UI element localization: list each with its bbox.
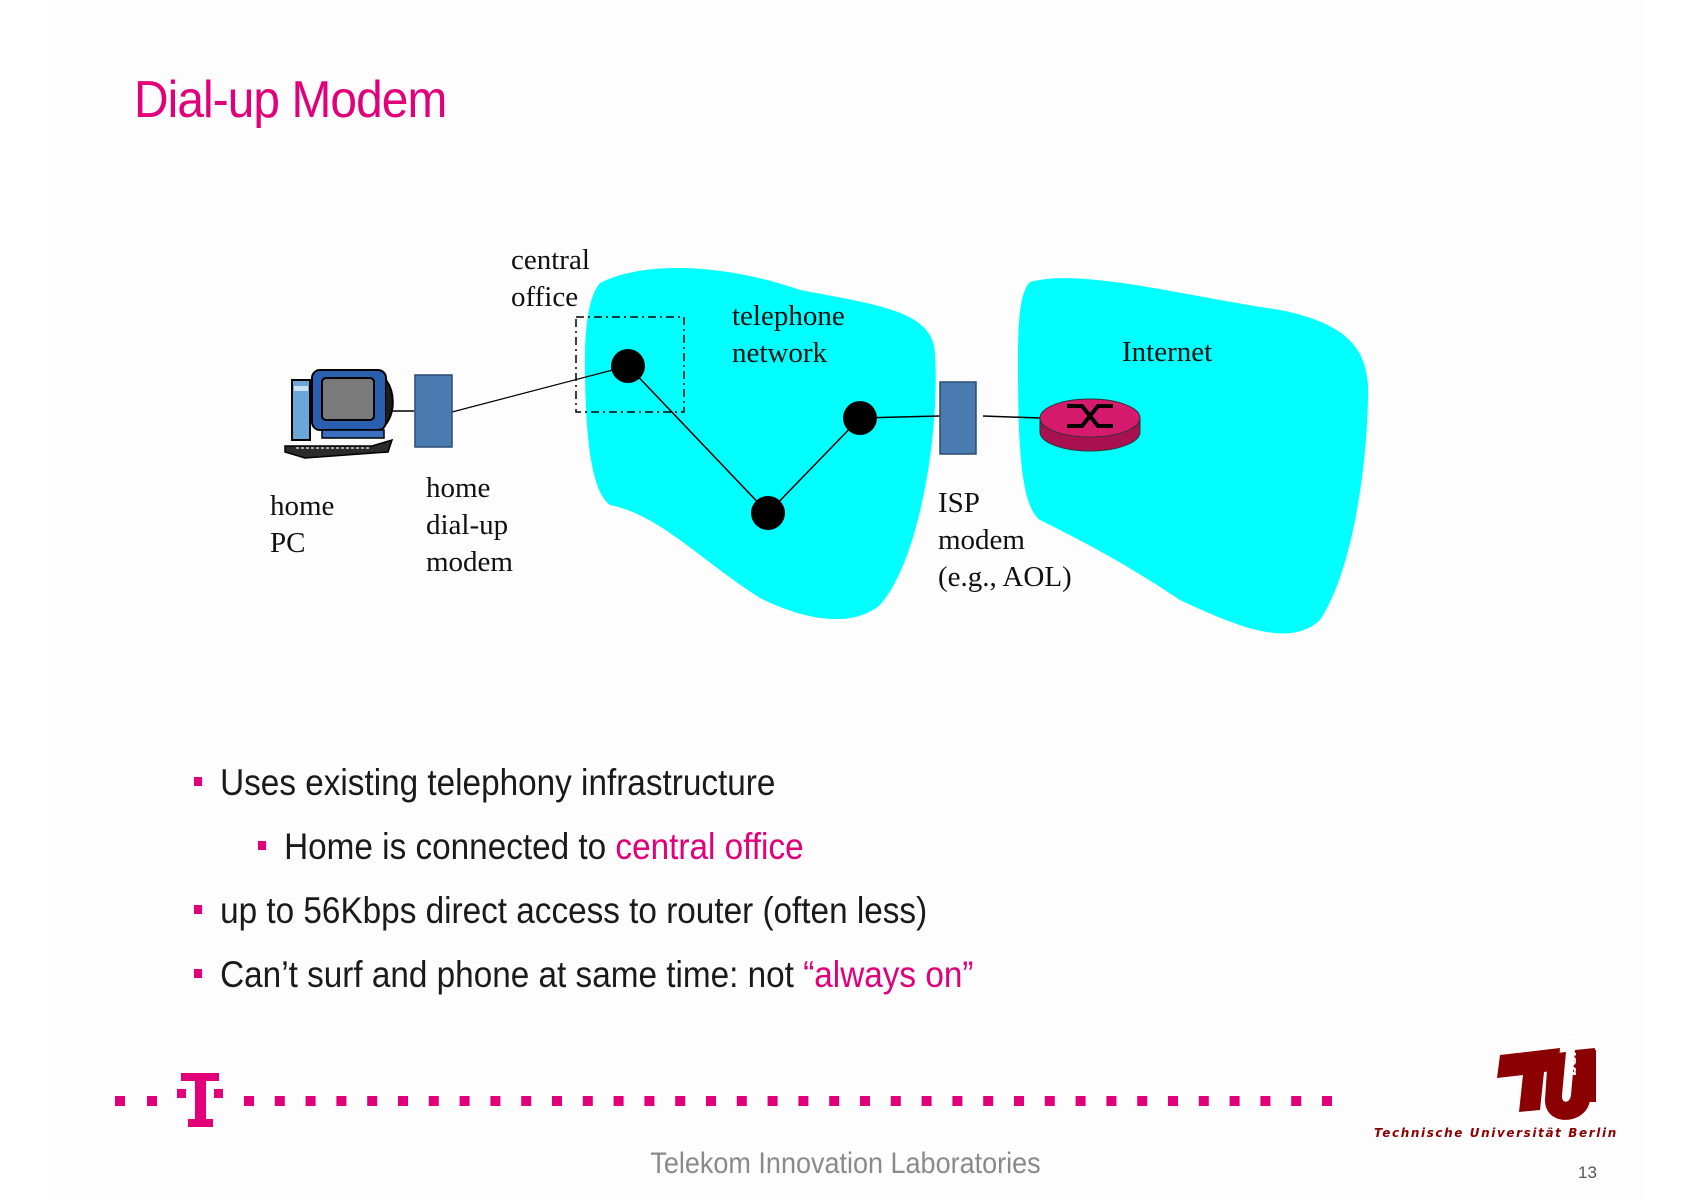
router-icon [1039, 398, 1141, 452]
dotted-line [115, 1096, 1332, 1106]
dotted-line-dot [644, 1096, 655, 1106]
dotted-line-dot [860, 1096, 870, 1106]
dotted-line-dot [1106, 1096, 1117, 1106]
bullet-text: Can’t surf and phone at same time: not [220, 954, 804, 995]
dotted-line-dot [367, 1096, 378, 1106]
bullet-marker [194, 968, 203, 978]
dotted-line-dot [952, 1096, 963, 1106]
isp-modem-icon [939, 381, 977, 455]
dotted-line-dot [921, 1096, 932, 1106]
bullet-marker [194, 904, 203, 914]
home-modem-icon [414, 374, 453, 448]
page-number: 13 [1578, 1163, 1597, 1182]
home-modem-label: home dial-up modem [426, 472, 513, 578]
bullet-highlight: central office [615, 826, 804, 867]
dotted-line-dot [552, 1096, 562, 1106]
telephone-network-cloud [585, 268, 936, 620]
dotted-line-dot [983, 1096, 994, 1106]
home-pc-label: home PC [270, 490, 335, 559]
dotted-line-dot [1229, 1096, 1240, 1106]
footer-text: Telekom Innovation Laboratories [650, 1147, 1041, 1180]
central-office-switch-icon [611, 349, 645, 383]
dotted-line-dot [305, 1096, 316, 1106]
dotted-line-dot [767, 1096, 778, 1106]
dotted-line-dot [428, 1096, 439, 1106]
dotted-line-dot [1322, 1096, 1332, 1106]
internet-cloud [1018, 278, 1369, 634]
dotted-line-dot [613, 1096, 624, 1106]
bullet-marker [258, 840, 267, 850]
dotted-line-dot [115, 1096, 125, 1106]
bullet-text: Uses existing telephony infrastructure [220, 762, 776, 803]
switch-to-switch-link [767, 417, 861, 514]
dotted-line-dot [675, 1096, 686, 1106]
central-office-label: central office [511, 244, 590, 313]
dotted-line-dot [1260, 1096, 1271, 1106]
bullet-text: up to 56Kbps direct access to router (of… [220, 890, 928, 931]
central-office-to-switch-link [627, 365, 769, 514]
dotted-line-dot [1137, 1096, 1148, 1106]
bullet-item: Can’t surf and phone at same time: not “… [194, 954, 973, 996]
slide-title: Dial-up Modem [134, 71, 447, 129]
dotted-line-dot [1075, 1096, 1086, 1106]
dotted-line-dot [1014, 1096, 1024, 1106]
bullet-item: Uses existing telephony infrastructure [194, 762, 775, 804]
dotted-line-dot [398, 1096, 408, 1106]
dotted-line-dot [798, 1096, 809, 1106]
dotted-line-dot [274, 1096, 285, 1106]
dotted-line-dot [706, 1096, 716, 1106]
computer-icon [284, 369, 394, 459]
telekom-t-logo [177, 1073, 223, 1127]
bullet-marker [194, 776, 203, 786]
bullet-highlight: “always on” [803, 954, 974, 995]
telephone-switch-icon [843, 401, 877, 435]
home-modem-to-central-office-link [451, 365, 629, 413]
dotted-line-dot [890, 1096, 901, 1106]
isp-modem-to-router-link [982, 415, 1041, 419]
central-office-box [575, 316, 685, 413]
dotted-line-dot [1168, 1096, 1178, 1106]
bullet-item: Home is connected to central office [258, 826, 804, 868]
dotted-line-dot [244, 1096, 254, 1106]
tu-berlin-caption: Technische Universität Berlin [1374, 1126, 1618, 1140]
bullet-text: Home is connected to [284, 826, 616, 867]
dotted-line-dot [521, 1096, 532, 1106]
telephone-network-label: telephone network [732, 300, 845, 369]
dotted-line-dot [459, 1096, 470, 1106]
dotted-line-dot [829, 1096, 840, 1106]
dotted-line-dot [1291, 1096, 1302, 1106]
internet-label: Internet [1122, 336, 1213, 368]
dotted-line-dot [1044, 1096, 1055, 1106]
bullet-item: up to 56Kbps direct access to router (of… [194, 890, 927, 932]
dotted-line-dot [147, 1096, 157, 1106]
tu-berlin-vertical-text: berlin [1564, 1030, 1580, 1076]
dotted-line-dot [1198, 1096, 1209, 1106]
dotted-line-dot [582, 1096, 593, 1106]
telephone-switch-icon [751, 496, 785, 530]
dotted-line-dot [490, 1096, 501, 1106]
dotted-line-dot [736, 1096, 747, 1106]
dotted-line-dot [336, 1096, 347, 1106]
isp-modem-label: ISP modem (e.g., AOL) [938, 487, 1072, 593]
